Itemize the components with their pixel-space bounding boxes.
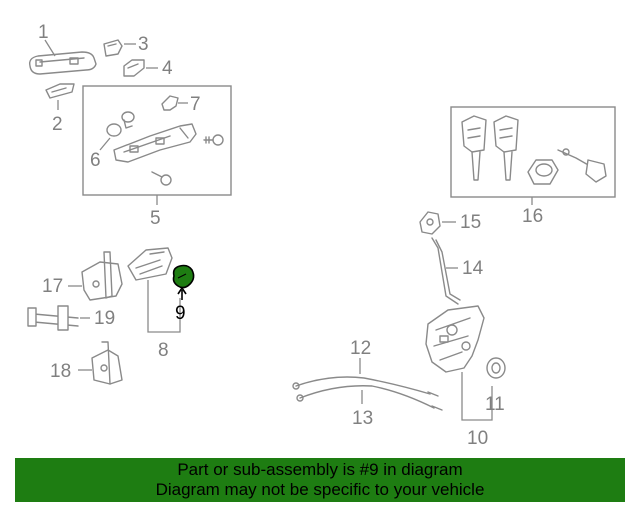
part-16-group-box: [450, 106, 616, 198]
label-1: 1: [38, 22, 49, 43]
part-3-cap[interactable]: [103, 39, 123, 57]
leader-10: [461, 372, 493, 421]
label-3: 3: [138, 34, 149, 55]
label-4: 4: [162, 58, 173, 79]
part-6-grommet[interactable]: [106, 111, 135, 137]
leader-6: [99, 137, 111, 151]
part-17-hinge[interactable]: [81, 251, 123, 301]
part-7-clip[interactable]: [161, 95, 179, 111]
part-16-key-a[interactable]: [461, 115, 487, 181]
label-5: 5: [150, 208, 161, 229]
part-5-screw[interactable]: [151, 171, 172, 186]
part-14-rod[interactable]: [431, 237, 461, 305]
part-8-inside-handle[interactable]: [127, 247, 173, 281]
part-1-outside-handle[interactable]: [28, 51, 97, 75]
label-18: 18: [50, 361, 71, 382]
part-16-lock-cylinder[interactable]: [527, 159, 559, 185]
label-11: 11: [485, 394, 505, 415]
label-7: 7: [190, 94, 201, 115]
part-2-cover[interactable]: [45, 83, 75, 99]
part-5-bolt[interactable]: [203, 134, 224, 146]
info-banner: Part or sub-assembly is #9 in diagram Di…: [15, 458, 625, 502]
label-14: 14: [462, 258, 484, 279]
banner-line-2: Diagram may not be specific to your vehi…: [155, 480, 485, 499]
part-12-13-cables[interactable]: [292, 376, 443, 411]
label-2: 2: [52, 114, 63, 135]
label-10: 10: [467, 428, 488, 449]
part-4-pad[interactable]: [123, 59, 145, 77]
leader-9-arrow: [177, 286, 187, 295]
part-10-lock-assembly[interactable]: [425, 305, 485, 373]
label-13: 13: [352, 408, 373, 429]
part-16-cylinder-rod[interactable]: [557, 148, 607, 183]
part-16-key-b[interactable]: [493, 115, 519, 181]
part-11-grommet[interactable]: [486, 357, 506, 379]
part-18-lower-hinge[interactable]: [91, 341, 123, 385]
part-5-handle-frame[interactable]: [113, 123, 197, 163]
label-9: 9: [175, 303, 186, 324]
part-9-highlighted[interactable]: [172, 264, 195, 289]
label-8: 8: [158, 340, 169, 361]
banner-line-1: Part or sub-assembly is #9 in diagram: [177, 460, 463, 479]
label-16: 16: [522, 206, 543, 227]
part-15-bracket[interactable]: [419, 211, 441, 235]
label-19: 19: [94, 308, 115, 329]
label-12: 12: [350, 338, 371, 359]
leader-8: [147, 280, 181, 333]
label-6: 6: [90, 150, 101, 171]
parts-diagram: 1 3 4 2 5 6 7: [27, 22, 616, 449]
leader-1: [44, 39, 56, 57]
label-15: 15: [460, 212, 481, 233]
label-17: 17: [42, 276, 63, 297]
part-19-door-checker[interactable]: [27, 305, 79, 331]
